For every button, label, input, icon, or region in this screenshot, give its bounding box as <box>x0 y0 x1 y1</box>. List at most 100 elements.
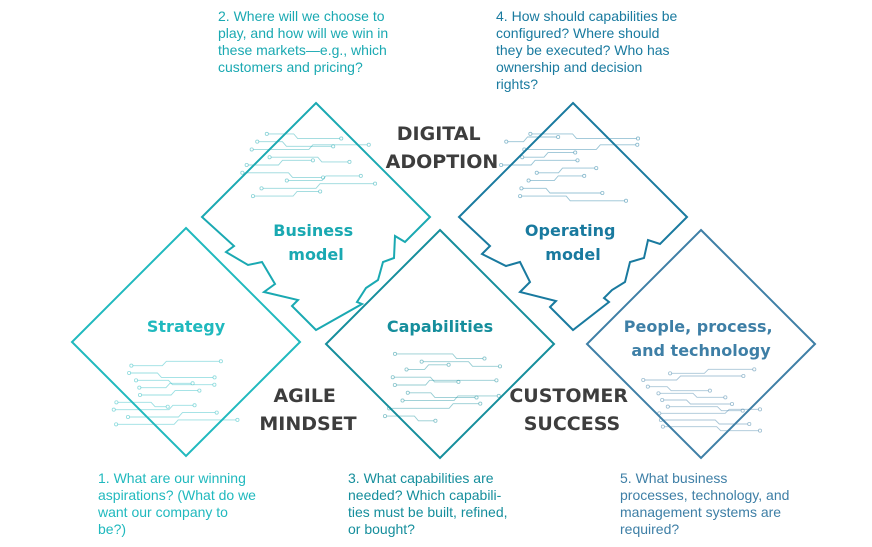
circuit-node <box>392 351 397 356</box>
agile-mindset-label: AGILE MINDSET <box>259 385 356 435</box>
operating-model-label: Operating model <box>525 221 621 264</box>
circuit-node <box>433 418 438 423</box>
circuit-trace <box>530 133 638 140</box>
question-4-line-4: ownership and decision <box>496 59 643 75</box>
circuit-node <box>366 142 371 147</box>
circuit-trace <box>394 353 485 360</box>
circuit-node <box>499 162 504 167</box>
circuit-node <box>758 428 763 433</box>
circuit-trace <box>251 144 369 150</box>
circuit-trace <box>261 183 376 189</box>
circuit-node <box>400 398 405 403</box>
circuit-node <box>197 388 202 393</box>
circuit-node <box>636 136 641 141</box>
circuit-trace <box>659 408 760 414</box>
circuit-node <box>137 392 142 397</box>
circuit-trace <box>670 368 755 374</box>
circuit-trace <box>662 399 733 405</box>
circuit-trace <box>269 156 350 163</box>
circuit-node <box>526 178 531 183</box>
question-1: 1. What are our winning aspirations? (Wh… <box>98 470 256 538</box>
circuit-node <box>496 393 501 398</box>
strategy-diamond <box>70 226 302 458</box>
circuit-trace <box>407 392 477 398</box>
circuit-node <box>494 378 499 383</box>
circuit-node <box>218 359 223 364</box>
circuit-node <box>114 400 119 405</box>
circuit-node <box>214 410 219 415</box>
circuit-node <box>519 186 524 191</box>
business-model-diamond <box>200 101 432 332</box>
circuit-trace <box>129 372 215 378</box>
circuit-node <box>331 144 336 149</box>
circuit-trace <box>536 167 597 174</box>
circuit-trace <box>402 395 499 402</box>
question-4-line-5: rights? <box>496 76 539 92</box>
circuit-node <box>192 403 197 408</box>
circuit-node <box>641 377 646 382</box>
circuit-trace <box>524 144 638 150</box>
circuit-trace <box>520 195 627 202</box>
circuit-node <box>392 382 397 387</box>
circuit-node <box>456 379 461 384</box>
circuit-trace <box>136 379 215 386</box>
question-1-line-2: aspirations? (What do we <box>98 487 256 503</box>
circuit-trace <box>528 175 585 182</box>
circuit-node <box>114 422 119 427</box>
circuit-node <box>528 131 533 136</box>
circuit-trace <box>667 406 743 412</box>
circuit-node <box>518 194 523 199</box>
circuit-node <box>405 390 410 395</box>
question-2: 2. Where will we choose to play, and how… <box>218 8 388 76</box>
circuit-trace <box>252 190 321 197</box>
circuit-node <box>660 424 665 429</box>
circuit-node <box>656 391 661 396</box>
circuit-node <box>747 421 752 426</box>
circuit-node <box>556 134 561 139</box>
circuit-trace <box>257 141 334 147</box>
question-2-line-1: Where will we choose to <box>233 8 385 24</box>
circuit-node <box>129 363 134 368</box>
question-2-line-3: these markets—e.g., which <box>218 42 387 58</box>
circuit-trace <box>113 404 195 411</box>
customer-success-label: CUSTOMER SUCCESS <box>509 385 634 435</box>
circuit-trace <box>501 159 578 166</box>
people-process-technology-label: People, process, and technology <box>624 317 778 360</box>
circuit-node <box>111 407 116 412</box>
circuit-node <box>707 388 712 393</box>
circuit-node <box>244 162 249 167</box>
circuit-node <box>137 385 142 390</box>
question-2-number: 2. <box>218 8 230 24</box>
circuit-trace <box>658 392 726 398</box>
circuit-node <box>594 166 599 171</box>
operating-model-diamond <box>457 101 689 332</box>
circuit-node <box>645 384 650 389</box>
circuit-trace <box>394 379 497 386</box>
question-3: 3. What capabilities are needed? Which c… <box>348 470 508 538</box>
circuit-node <box>575 158 580 163</box>
circuit-node <box>373 181 378 186</box>
circuit-node <box>665 404 670 409</box>
question-5-number: 5. <box>620 470 632 486</box>
circuit-node <box>267 155 272 160</box>
circuit-node <box>310 158 315 163</box>
circuit-patterns <box>111 131 763 433</box>
circuit-node <box>390 375 395 380</box>
circuit-node <box>740 408 745 413</box>
circuit-node <box>497 364 502 369</box>
circuit-node <box>255 139 260 144</box>
circuit-trace <box>139 390 200 396</box>
question-2-line-2: play, and how will we win in <box>218 25 389 41</box>
circuit-node <box>723 395 728 400</box>
circuit-node <box>264 131 269 136</box>
circuit-node <box>582 173 587 178</box>
question-4-number: 4. <box>496 8 508 24</box>
circuit-trace <box>643 375 744 381</box>
circuit-node <box>624 198 629 203</box>
question-5-line-1: What business <box>635 470 728 486</box>
question-4-line-2: configured? Where should <box>496 25 660 41</box>
circuit-node <box>446 362 451 367</box>
circuit-trace <box>131 360 221 367</box>
question-3-line-3: ties must be built, refined, <box>348 504 508 520</box>
circuit-node <box>600 190 605 195</box>
